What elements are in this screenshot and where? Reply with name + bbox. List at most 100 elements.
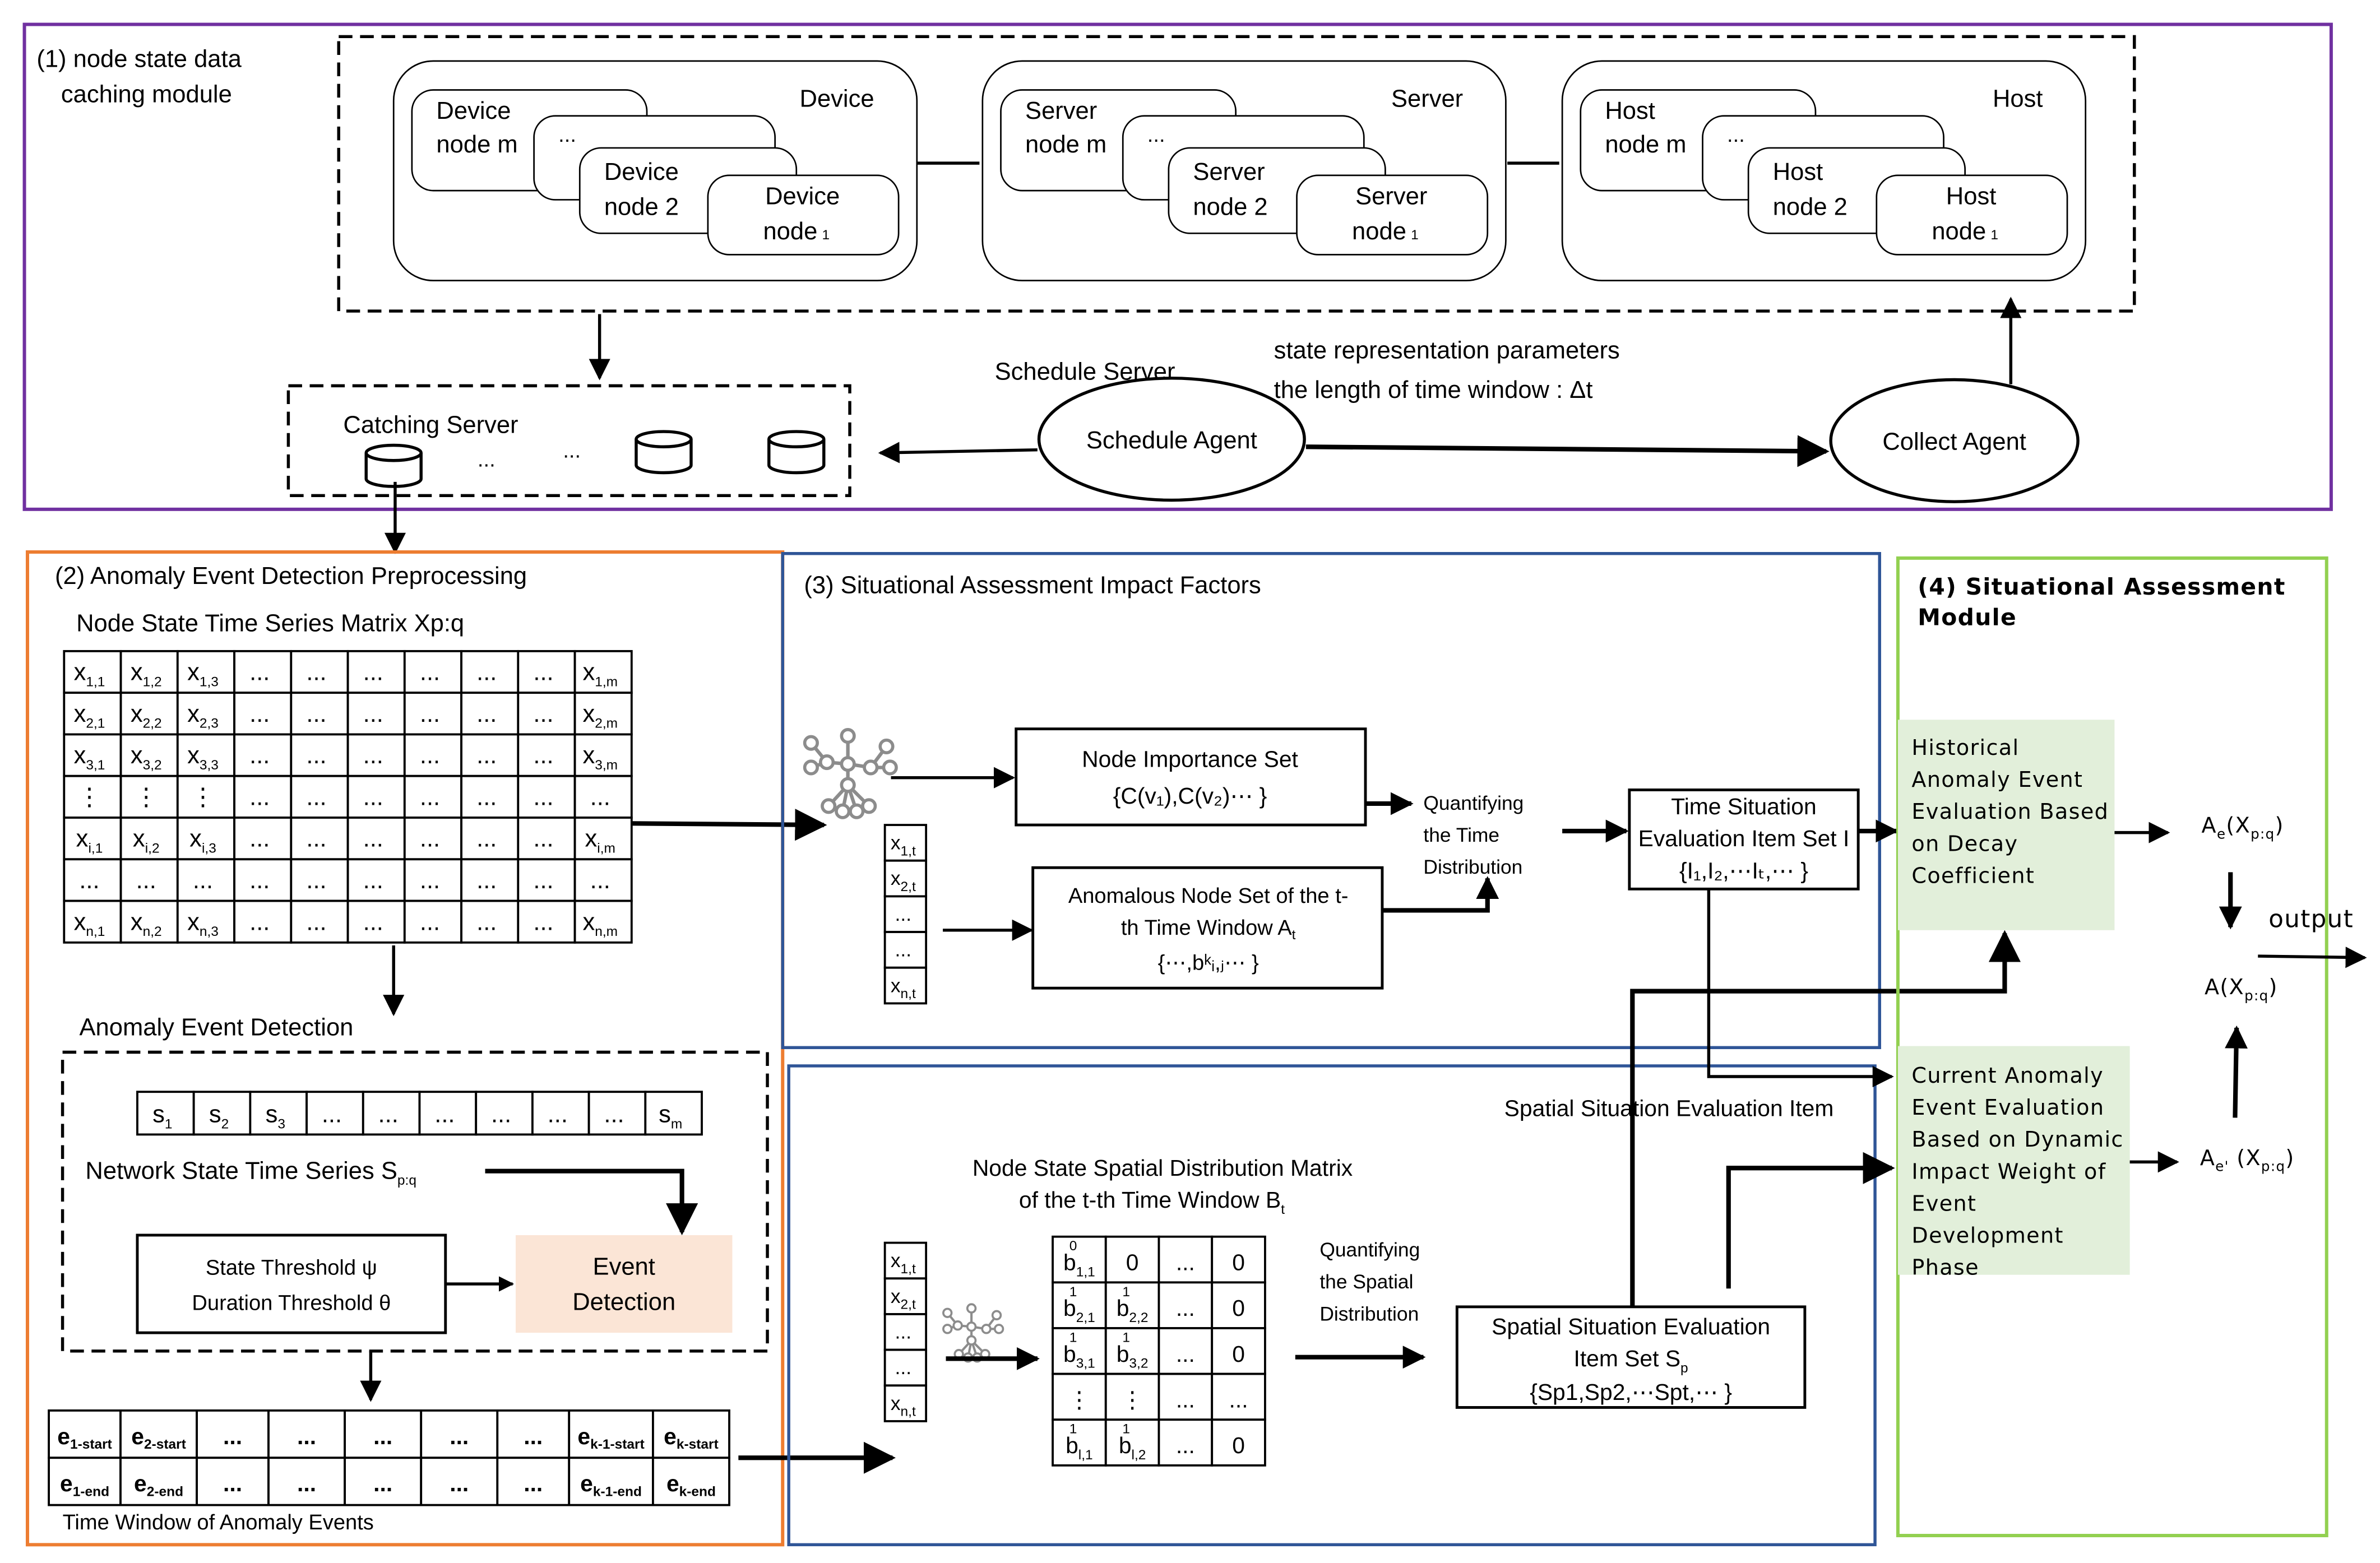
matrix-cell-text: ... bbox=[420, 659, 440, 686]
series-cell-text: ... bbox=[604, 1101, 624, 1128]
vector-cell bbox=[883, 824, 928, 862]
schedule-to-cache-arrow bbox=[878, 442, 1038, 463]
spatial-cell bbox=[1211, 1281, 1266, 1329]
node-2-line2: node 2 bbox=[1193, 194, 1267, 221]
matrix-cell bbox=[460, 899, 520, 944]
matrix-cell-text: x3,3 bbox=[187, 742, 219, 773]
spatial-cell bbox=[1211, 1372, 1266, 1421]
matrix-cell-text: xn,2 bbox=[131, 908, 162, 939]
series-cell bbox=[531, 1091, 590, 1136]
node-2-line1: Server bbox=[1193, 159, 1265, 185]
event-detection-box[interactable] bbox=[515, 1235, 733, 1333]
spatial-set-to-current-arrow bbox=[1726, 1152, 1895, 1289]
spatial-cell-text: 0 bbox=[1232, 1250, 1245, 1276]
collect-agent-node[interactable] bbox=[1829, 378, 2080, 503]
network-topology-icon bbox=[942, 1303, 1004, 1363]
event-start-text: ek-start bbox=[664, 1423, 719, 1452]
section3-lower-border bbox=[787, 1064, 1877, 1547]
current-text-line: Event Evaluation bbox=[1911, 1095, 2104, 1120]
vector-cell bbox=[883, 1277, 928, 1315]
matrix-cell bbox=[119, 692, 179, 736]
spatial-distribution-matrix: b1,100...0b2,11b2,21...0b3,11b3,21...0⋮⋮… bbox=[1052, 1235, 1266, 1467]
node-1-line1: Host bbox=[1946, 183, 1997, 210]
time-situation-line1: Time Situation bbox=[1671, 794, 1816, 819]
node-state-vector: x1,tx2,t......xn,t bbox=[883, 824, 928, 1005]
node-card-1[interactable] bbox=[1296, 174, 1489, 256]
matrix-cell-text: ... bbox=[420, 701, 440, 727]
matrix-cell-text: xi,2 bbox=[133, 825, 160, 856]
event-end-cell bbox=[496, 1457, 571, 1506]
current-text-line: Phase bbox=[1911, 1255, 1979, 1280]
matrix-cell-text: ... bbox=[306, 825, 326, 852]
current-text-line: Current Anomaly bbox=[1911, 1063, 2104, 1088]
anomalous-node-box bbox=[1031, 866, 1384, 990]
event-end-cell bbox=[196, 1457, 270, 1506]
spatial-cell bbox=[1052, 1418, 1107, 1467]
matrix-cell bbox=[573, 650, 633, 694]
node-m-line1: Device bbox=[436, 98, 511, 124]
node-state-vector: x1,tx2,t......xn,t bbox=[883, 1241, 928, 1422]
vector-cell bbox=[883, 966, 928, 1005]
node-2-line1: Host bbox=[1773, 159, 1823, 185]
series-cell-text: ... bbox=[378, 1101, 399, 1128]
current-text-line: Impact Weight of bbox=[1911, 1159, 2106, 1184]
database-icon bbox=[635, 430, 693, 475]
matrix-cell-text: x2,1 bbox=[74, 701, 105, 731]
time-situation-box bbox=[1628, 789, 1860, 891]
matrix-cell-text: ... bbox=[249, 742, 270, 769]
vector-cell bbox=[883, 931, 928, 969]
node-m-line1: Server bbox=[1025, 98, 1097, 124]
spatial-cell-text: ... bbox=[1176, 1432, 1195, 1458]
vector-cell bbox=[883, 1384, 928, 1422]
spatial-cell-text-superscript: 1 bbox=[1069, 1284, 1077, 1300]
historical-evaluation-box[interactable] bbox=[1897, 720, 2115, 930]
spatial-cell bbox=[1052, 1235, 1107, 1284]
matrix-cell-text: ... bbox=[533, 908, 553, 935]
matrix-cell bbox=[119, 858, 179, 902]
event-end-text: ek-1-end bbox=[580, 1471, 642, 1499]
vector-cell-text: ... bbox=[895, 939, 911, 961]
current-evaluation-box[interactable] bbox=[1897, 1046, 2130, 1275]
node-1-line1: Server bbox=[1355, 183, 1427, 210]
spatial-cell bbox=[1104, 1372, 1160, 1421]
output-label: output bbox=[2268, 905, 2354, 933]
matrix-cell-text: ... bbox=[306, 867, 326, 894]
schedule-agent-node[interactable] bbox=[1037, 377, 1306, 502]
series-cell-text: ... bbox=[322, 1101, 342, 1128]
matrix-cell-text: ... bbox=[590, 783, 610, 810]
historical-text-line: Anomaly Event bbox=[1911, 767, 2083, 792]
params-line2: the length of time window : Δt bbox=[1274, 377, 1593, 403]
time-set-to-current-arrow bbox=[1707, 889, 1894, 1088]
series-cell-text: sm bbox=[659, 1101, 682, 1132]
matrix-cell-text: xi,3 bbox=[189, 825, 216, 856]
matrix-cell-text: x3,1 bbox=[74, 742, 105, 773]
node-m-line2: node m bbox=[1605, 131, 1686, 158]
ae-output-label: Ae(Xp:q) bbox=[2202, 813, 2284, 842]
matrix-cell bbox=[176, 692, 235, 736]
node-card-1[interactable] bbox=[707, 174, 900, 256]
event-end-text: ... bbox=[297, 1471, 316, 1496]
vector-cell bbox=[883, 1313, 928, 1351]
matrix-cell-text: ... bbox=[249, 783, 270, 810]
spatial-cell-text: b3,1 bbox=[1063, 1341, 1095, 1371]
quant-time-line2: the Time bbox=[1423, 824, 1499, 846]
group-label: Host bbox=[1993, 85, 2043, 112]
node-card-1[interactable] bbox=[1876, 174, 2068, 256]
matrix-cell bbox=[176, 899, 235, 944]
matrix-cell-text: xi,1 bbox=[76, 825, 103, 856]
vector-cell-text: xn,t bbox=[891, 1393, 916, 1420]
series-cell bbox=[249, 1091, 308, 1136]
spatial-cell-text: 0 bbox=[1232, 1295, 1245, 1321]
spatial-matrix-title1: Node State Spatial Distribution Matrix bbox=[973, 1155, 1353, 1181]
anomalous-line1: Anomalous Node Set of the t- bbox=[1068, 884, 1349, 908]
section2-title: (2) Anomaly Event Detection Preprocessin… bbox=[55, 563, 527, 590]
matrix-cell bbox=[346, 858, 406, 902]
matrix-cell-text: ... bbox=[420, 783, 440, 810]
current-text-line: Event bbox=[1911, 1191, 1976, 1216]
series-cell bbox=[644, 1091, 703, 1136]
spatial-cell-text-superscript: 1 bbox=[1069, 1330, 1077, 1345]
